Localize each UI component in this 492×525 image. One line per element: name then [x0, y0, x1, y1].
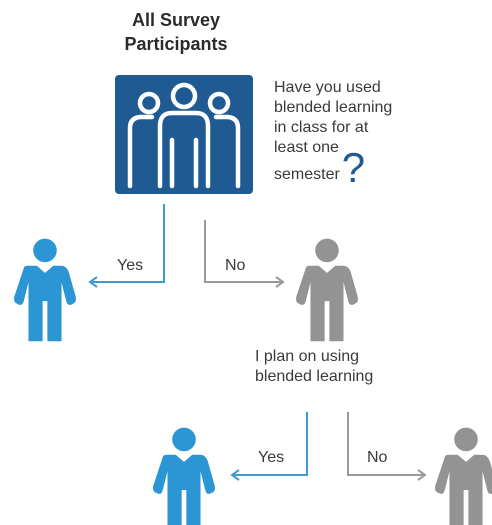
no-label-2: No: [367, 449, 388, 466]
question-mark: ?: [341, 144, 366, 191]
question-1-line-3: in class for at: [274, 119, 369, 136]
people-group-icon: [115, 75, 253, 194]
yes-arrow-1: [88, 204, 165, 288]
diagram-title: All Survey Participants: [96, 8, 256, 56]
question-1-line-5-text: semester: [274, 166, 340, 183]
no-label-1: No: [225, 257, 246, 274]
title-line-1: All Survey: [131, 10, 221, 30]
yes-label-1: Yes: [117, 257, 144, 274]
question-1-line-4: least one: [274, 139, 339, 156]
yes-arrow-2: [230, 412, 308, 481]
question-2: I plan on using blended learning: [255, 347, 455, 387]
question-1-line-2: blended learning: [274, 99, 393, 116]
yes-label-2: Yes: [258, 449, 285, 466]
question-1: Have you used blended learning in class …: [274, 78, 479, 189]
question-1-line-1: Have you used: [274, 79, 381, 96]
question-2-line-1: I plan on using: [255, 348, 360, 365]
title-line-2: Participants: [124, 34, 228, 54]
no-arrow-2: [347, 412, 427, 481]
no-arrow-1: [204, 220, 285, 288]
question-2-line-2: blended learning: [255, 368, 374, 385]
person-yes-icon-1: [14, 238, 76, 342]
person-no-icon-1: [296, 238, 358, 342]
person-no-icon-2: [435, 427, 492, 525]
person-yes-icon-2: [153, 427, 215, 525]
question-1-line-5: semester?: [274, 147, 479, 189]
